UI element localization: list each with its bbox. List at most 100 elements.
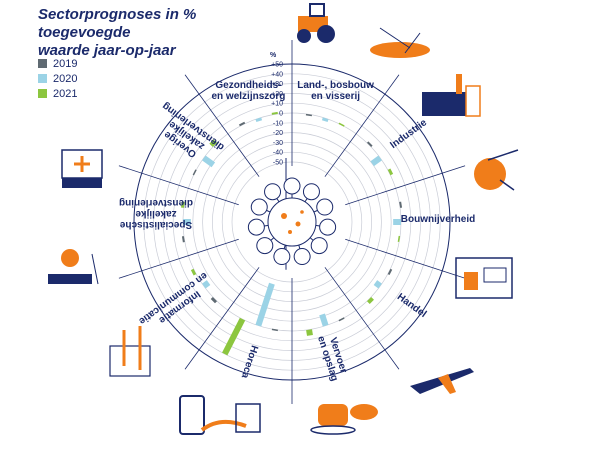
sector-label-line: zakelijke [135,208,177,219]
sector-divider [324,74,400,177]
bar-2021 [397,235,401,243]
virus-body [267,197,317,247]
bar-2019 [338,317,345,322]
legend-label-2020: 2020 [53,72,78,85]
bar-rect [338,122,345,127]
y-tick-label: -10 [273,120,283,127]
bar-2020 [373,280,382,289]
bar-2019 [271,328,278,332]
y-tick-label: -50 [273,160,283,167]
bar-2019 [399,201,403,208]
bar-rect [271,328,278,332]
virus-spike-head [247,218,265,236]
legend-swatch-2021 [38,89,47,98]
coffee-icon [310,404,378,435]
sector-label: Specialistischezakelijkedienstverlening [119,197,193,230]
y-tick-label: 0 [279,111,283,118]
bar-2021 [190,268,197,276]
bar-2019 [192,169,197,176]
bar-2019 [387,268,393,276]
bar-rect [393,219,401,225]
sector-label: Horeca [239,344,260,380]
airplane-icon [410,368,474,394]
sector-label: Informatieen communicatie [136,270,215,336]
bar-2020 [393,219,401,225]
bar-rect [222,317,246,356]
bar-rect [183,219,191,225]
virus-spike-head [310,237,328,255]
bar-2021 [306,329,313,336]
bar-2019 [181,236,185,243]
factory-chimney [456,74,462,94]
bar-2020 [370,155,382,167]
coffee-saucer [310,425,356,435]
bar-2019 [305,113,313,117]
tablet-icon [179,395,261,435]
sector-label-line: Horeca [239,344,260,380]
person-head [61,249,79,267]
bar-rect [387,168,394,176]
virus-dot [288,230,292,234]
tractor-icon [297,3,335,43]
sector-divider [118,165,239,206]
y-axis-unit: % [270,52,277,59]
bar-2020 [183,219,191,225]
y-tick-label: +20 [271,91,283,98]
kit-cross [74,156,90,172]
laptop-line [91,253,99,285]
bar-rect [210,296,218,304]
sector-divider [184,267,260,370]
sector-label: Bouwnijverheid [401,214,475,225]
virus-icon [247,177,337,266]
factory-body [422,92,466,116]
sector-divider [118,238,239,279]
y-tick-label: +50 [271,62,283,69]
title-line-2: waarde jaar-op-jaar [38,42,176,59]
title-line-1: Sectorprognoses in % toegevoegde [38,6,197,41]
bar-2021 [271,111,278,115]
bar-2020 [202,280,211,289]
bar-rect [181,236,185,243]
bar-2019 [366,141,373,148]
bar-rect [255,117,263,123]
sector-label: Gezondheids-en welzijnszorg [211,80,285,102]
bar-2021 [222,317,246,356]
chart-title: Sectorprognoses in % toegevoegde waarde … [38,6,288,60]
tablet-frame [179,395,205,435]
bars-group [180,111,403,356]
plane-lines [379,27,421,54]
sector-label-line: Land-, bosbouw [297,80,374,91]
virus-spike-head [302,183,320,201]
bar-rect [209,139,218,148]
tractor-wheel [297,29,311,43]
sector-divider [345,165,466,206]
bar-rect [192,169,197,176]
crane-icon [474,149,519,191]
y-tick-label: -30 [273,140,283,147]
bar-rect [255,282,275,327]
shop-door [464,272,478,290]
tools-board [109,345,151,377]
bar-2020 [319,313,329,327]
plane-body [370,42,430,58]
sector-divider [345,238,466,279]
bar-rect [202,155,216,168]
tractor-wheel [317,25,335,43]
bar-rect [397,235,401,243]
sector-label-line: dienstverlening [119,197,193,208]
legend-swatch-2020 [38,74,47,83]
virus-spike-head [316,198,334,216]
virus-spike-head [250,198,268,216]
tablet-curve [200,419,247,432]
bar-rect [306,329,313,336]
airplane-icon [370,27,430,58]
sector-label-line: Bouwnijverheid [401,214,475,225]
y-tick-label: +30 [271,81,283,88]
factory-tower [465,85,481,117]
bar-rect [319,313,329,327]
bar-2020 [202,155,216,168]
bar-rect [202,280,211,289]
legend-label-2019: 2019 [53,57,78,70]
bar-rect [338,317,345,322]
bar-2021 [180,201,185,208]
